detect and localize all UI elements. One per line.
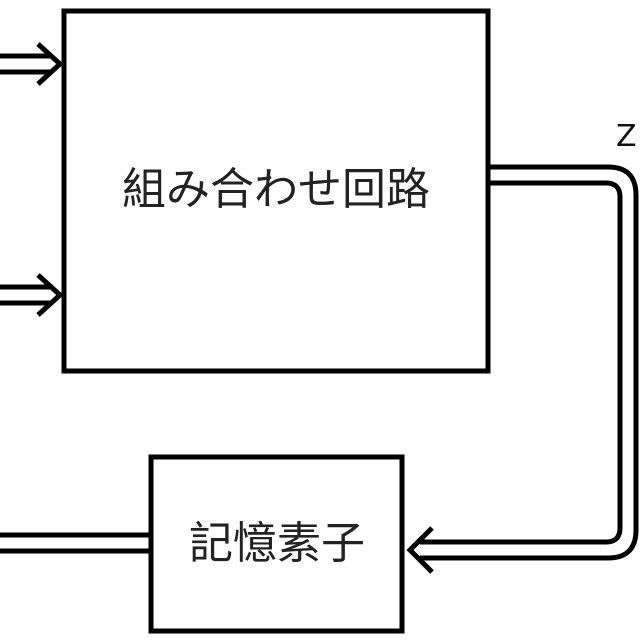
output-feedback-line [406,164,639,574]
combinational-circuit-label: 組み合わせ回路 [122,164,430,215]
feedback-arrowhead [406,526,434,574]
memory-element-label: 記憶素子 [189,518,365,569]
combinational-circuit-box: 組み合わせ回路 [61,8,491,374]
output-z-label: Z [616,119,637,154]
input-arrow-2 [0,273,64,317]
input-arrow-1 [0,42,64,86]
memory-output-line [0,532,151,554]
memory-element-box: 記憶素子 [148,454,405,634]
